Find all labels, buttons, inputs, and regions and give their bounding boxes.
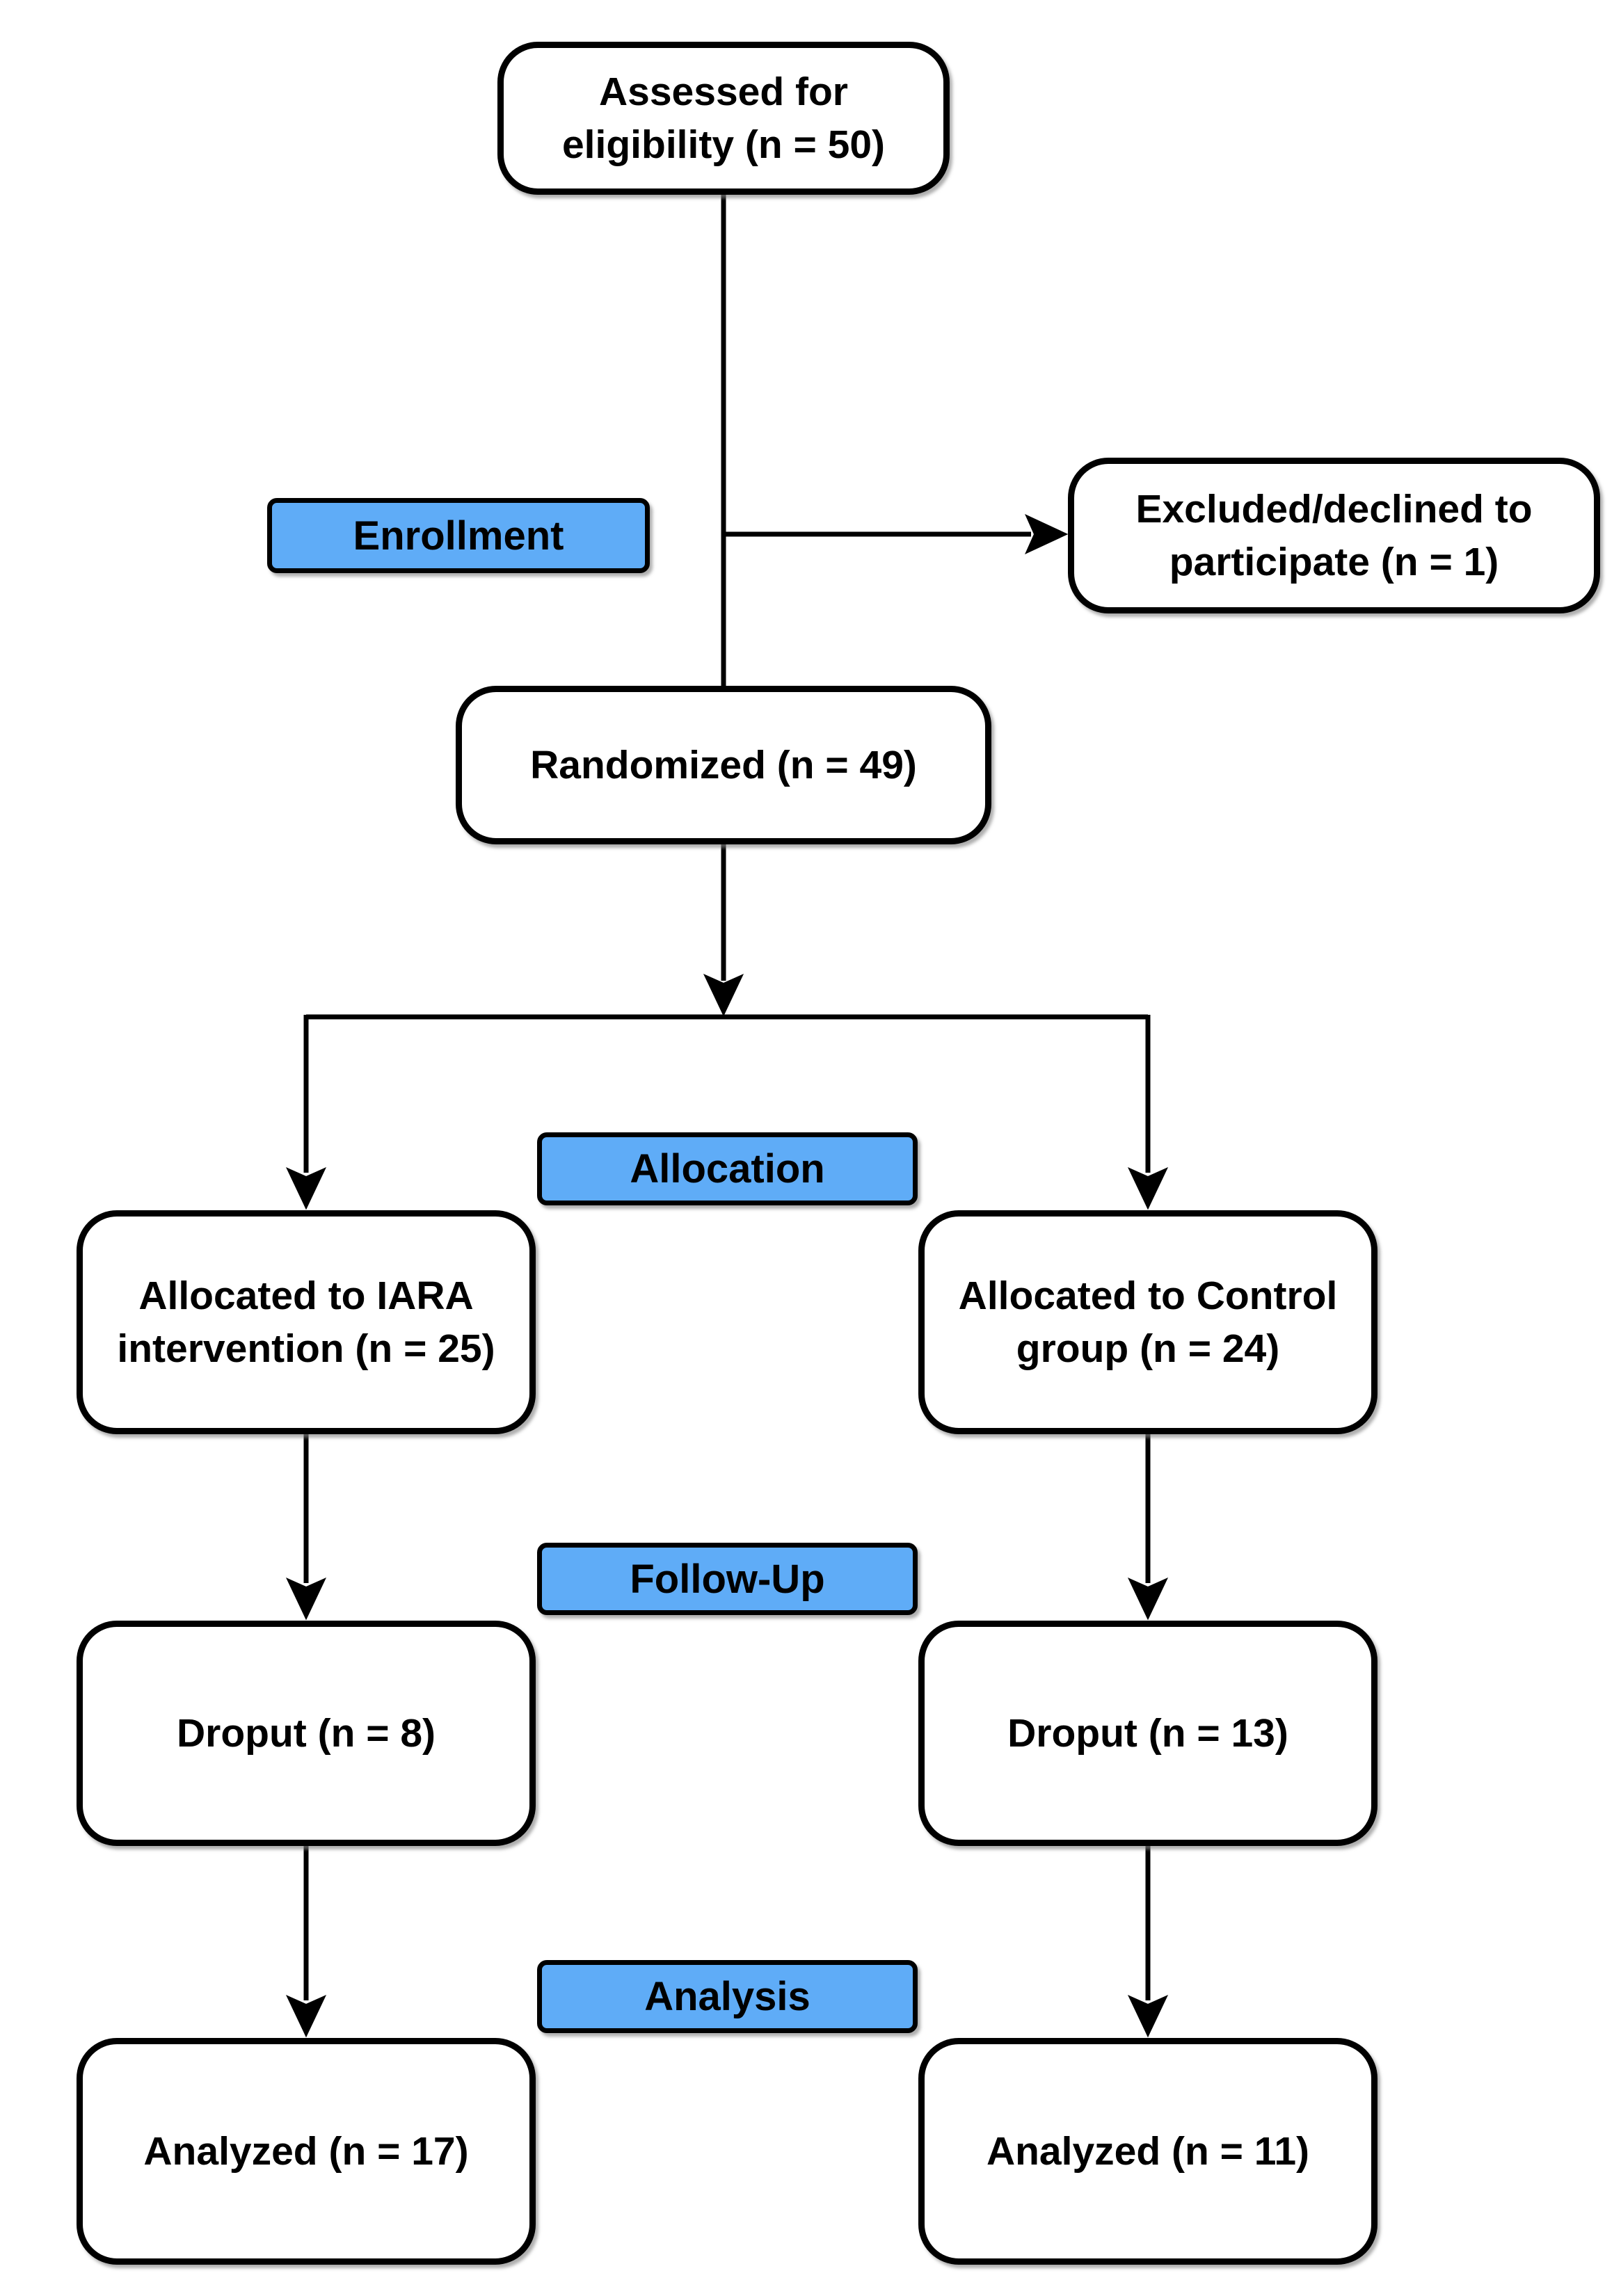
allocated-iara-box: Allocated to IARA intervention (n = 25) (77, 1210, 536, 1434)
arrowhead-branch-junction (703, 973, 744, 1017)
arrowhead-analyzed-right (1127, 1994, 1169, 2038)
allocated-iara-text-line1: Allocated to IARA (138, 1273, 474, 1318)
assessed-eligibility-text-line2: eligibility (n = 50) (561, 122, 885, 167)
excluded-declined-box: Excluded/declined to participate (n = 1) (1068, 458, 1600, 613)
analyzed-control-text: Analyzed (n = 11) (986, 2128, 1310, 2174)
allocation-stage-label: Allocation (537, 1132, 918, 1205)
enrollment-stage-label: Enrollment (267, 498, 650, 573)
excluded-declined-text-line1: Excluded/declined to (1135, 486, 1533, 531)
assessed-eligibility-box: Assessed for eligibility (n = 50) (497, 42, 950, 195)
dropout-iara-box: Droput (n = 8) (77, 1621, 536, 1846)
arrowhead-excluded (1025, 513, 1069, 555)
assessed-eligibility-text-line1: Assessed for (598, 69, 848, 114)
analysis-stage-label: Analysis (537, 1960, 918, 2033)
dropout-control-box: Droput (n = 13) (918, 1621, 1378, 1846)
randomized-box: Randomized (n = 49) (456, 686, 991, 844)
dropout-control-text: Droput (n = 13) (1007, 1710, 1288, 1756)
follow-up-stage-label: Follow-Up (537, 1543, 918, 1615)
randomized-text: Randomized (n = 49) (530, 742, 917, 787)
analyzed-iara-text: Analyzed (n = 17) (143, 2128, 469, 2174)
analyzed-control-box: Analyzed (n = 11) (918, 2038, 1378, 2265)
allocated-control-text-line2: group (n = 24) (1016, 1326, 1280, 1371)
dropout-iara-text: Droput (n = 8) (176, 1710, 436, 1756)
arrowhead-dropout-left (285, 1577, 327, 1621)
allocated-control-box: Allocated to Control group (n = 24) (918, 1210, 1378, 1434)
arrowhead-dropout-right (1127, 1577, 1169, 1621)
arrowhead-alloc-left (285, 1166, 327, 1210)
arrowhead-analyzed-left (285, 1994, 327, 2038)
excluded-declined-text-line2: participate (n = 1) (1169, 540, 1499, 584)
allocated-iara-text-line2: intervention (n = 25) (117, 1326, 495, 1371)
allocated-control-text-line1: Allocated to Control (958, 1273, 1338, 1318)
analyzed-iara-box: Analyzed (n = 17) (77, 2038, 536, 2265)
arrowhead-alloc-right (1127, 1166, 1169, 1210)
